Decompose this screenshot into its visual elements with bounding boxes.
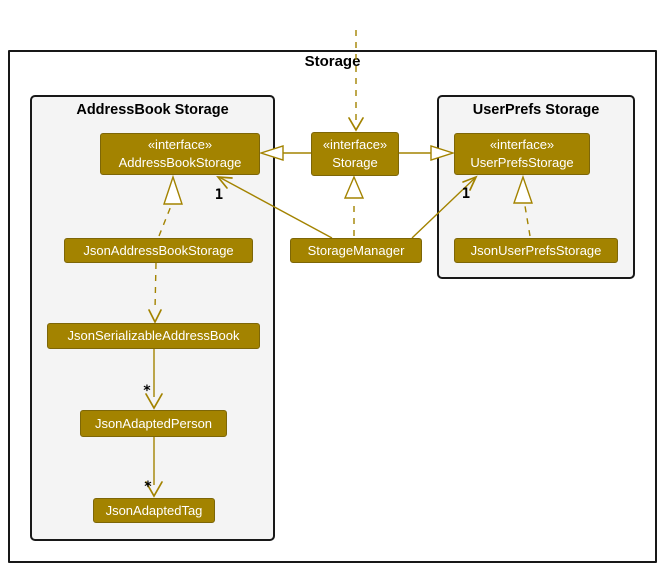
class-interface-storage: «interface» Storage [311, 132, 399, 176]
stereotype-label: «interface» [147, 137, 213, 152]
multiplicity-label: 1 [215, 187, 223, 203]
edge-incoming-dependency-to-storage [348, 30, 364, 132]
class-name-label: AddressBookStorage [118, 155, 242, 170]
open-arrowhead [462, 175, 478, 191]
open-arrowhead [145, 393, 163, 410]
class-name-label: UserPrefsStorage [470, 155, 574, 170]
edge-jsonserializableaddressbook-to-jsonadaptedperson: * [143, 349, 163, 410]
package-userprefs-storage-title: UserPrefs Storage [472, 102, 600, 118]
class-name-label: JsonAdaptedPerson [94, 415, 213, 431]
class-name-label: Storage [332, 155, 378, 170]
stereotype-label: «interface» [489, 137, 555, 152]
class-jsonadaptedperson: JsonAdaptedPerson [80, 410, 227, 437]
edge-jsonaddressbookstorage-to-jsonserializableaddressbook [148, 262, 162, 324]
class-interface-addressbookstorage: «interface» AddressBookStorage [100, 133, 260, 175]
class-name-label: JsonSerializableAddressBook [67, 328, 240, 343]
hollow-triangle-arrowhead [163, 174, 183, 205]
edge-storagemanager-to-addressbookstorage: 1 [215, 176, 333, 239]
multiplicity-label: * [144, 479, 152, 495]
open-arrowhead [216, 176, 233, 189]
class-jsonuserprefsstorage: JsonUserPrefsStorage [454, 238, 618, 263]
hollow-triangle-arrowhead [430, 145, 456, 161]
class-name-label: JsonAddressBookStorage [83, 242, 234, 258]
class-interface-userprefsstorage: «interface» UserPrefsStorage [454, 133, 590, 175]
class-jsonserializableaddressbook: JsonSerializableAddressBook [47, 323, 260, 349]
edge-storagemanager-implements-storage [343, 175, 365, 236]
edge-storage-extends-addressbookstorage [258, 145, 311, 161]
edge-jsonaddressbookstorage-implements-addressbookstorage [158, 174, 183, 237]
multiplicity-label: 1 [462, 186, 470, 202]
class-jsonaddressbookstorage: JsonAddressBookStorage [64, 238, 253, 263]
class-jsonadaptedtag: JsonAdaptedTag [93, 498, 215, 523]
edge-jsonadaptedperson-to-jsonadaptedtag: * [144, 437, 163, 498]
package-addressbook-storage-title: AddressBook Storage [76, 102, 229, 118]
open-arrowhead [348, 117, 364, 132]
multiplicity-label: * [143, 383, 151, 399]
class-name-label: JsonAdaptedTag [105, 502, 203, 518]
hollow-triangle-arrowhead [258, 145, 284, 161]
class-name-label: StorageManager [307, 242, 405, 258]
frame-title: Storage [304, 53, 361, 70]
stereotype-label: «interface» [322, 137, 388, 152]
edge-storagemanager-to-userprefsstorage: 1 [411, 175, 478, 239]
class-name-label: JsonUserPrefsStorage [470, 242, 602, 258]
edge-storage-extends-userprefsstorage [399, 145, 456, 161]
open-arrowhead [148, 309, 162, 324]
open-arrowhead [145, 481, 163, 498]
hollow-triangle-arrowhead [343, 175, 365, 199]
class-storagemanager: StorageManager [290, 238, 422, 263]
edge-jsonuserprefsstorage-implements-userprefsstorage [513, 174, 533, 237]
hollow-triangle-arrowhead [513, 174, 533, 204]
